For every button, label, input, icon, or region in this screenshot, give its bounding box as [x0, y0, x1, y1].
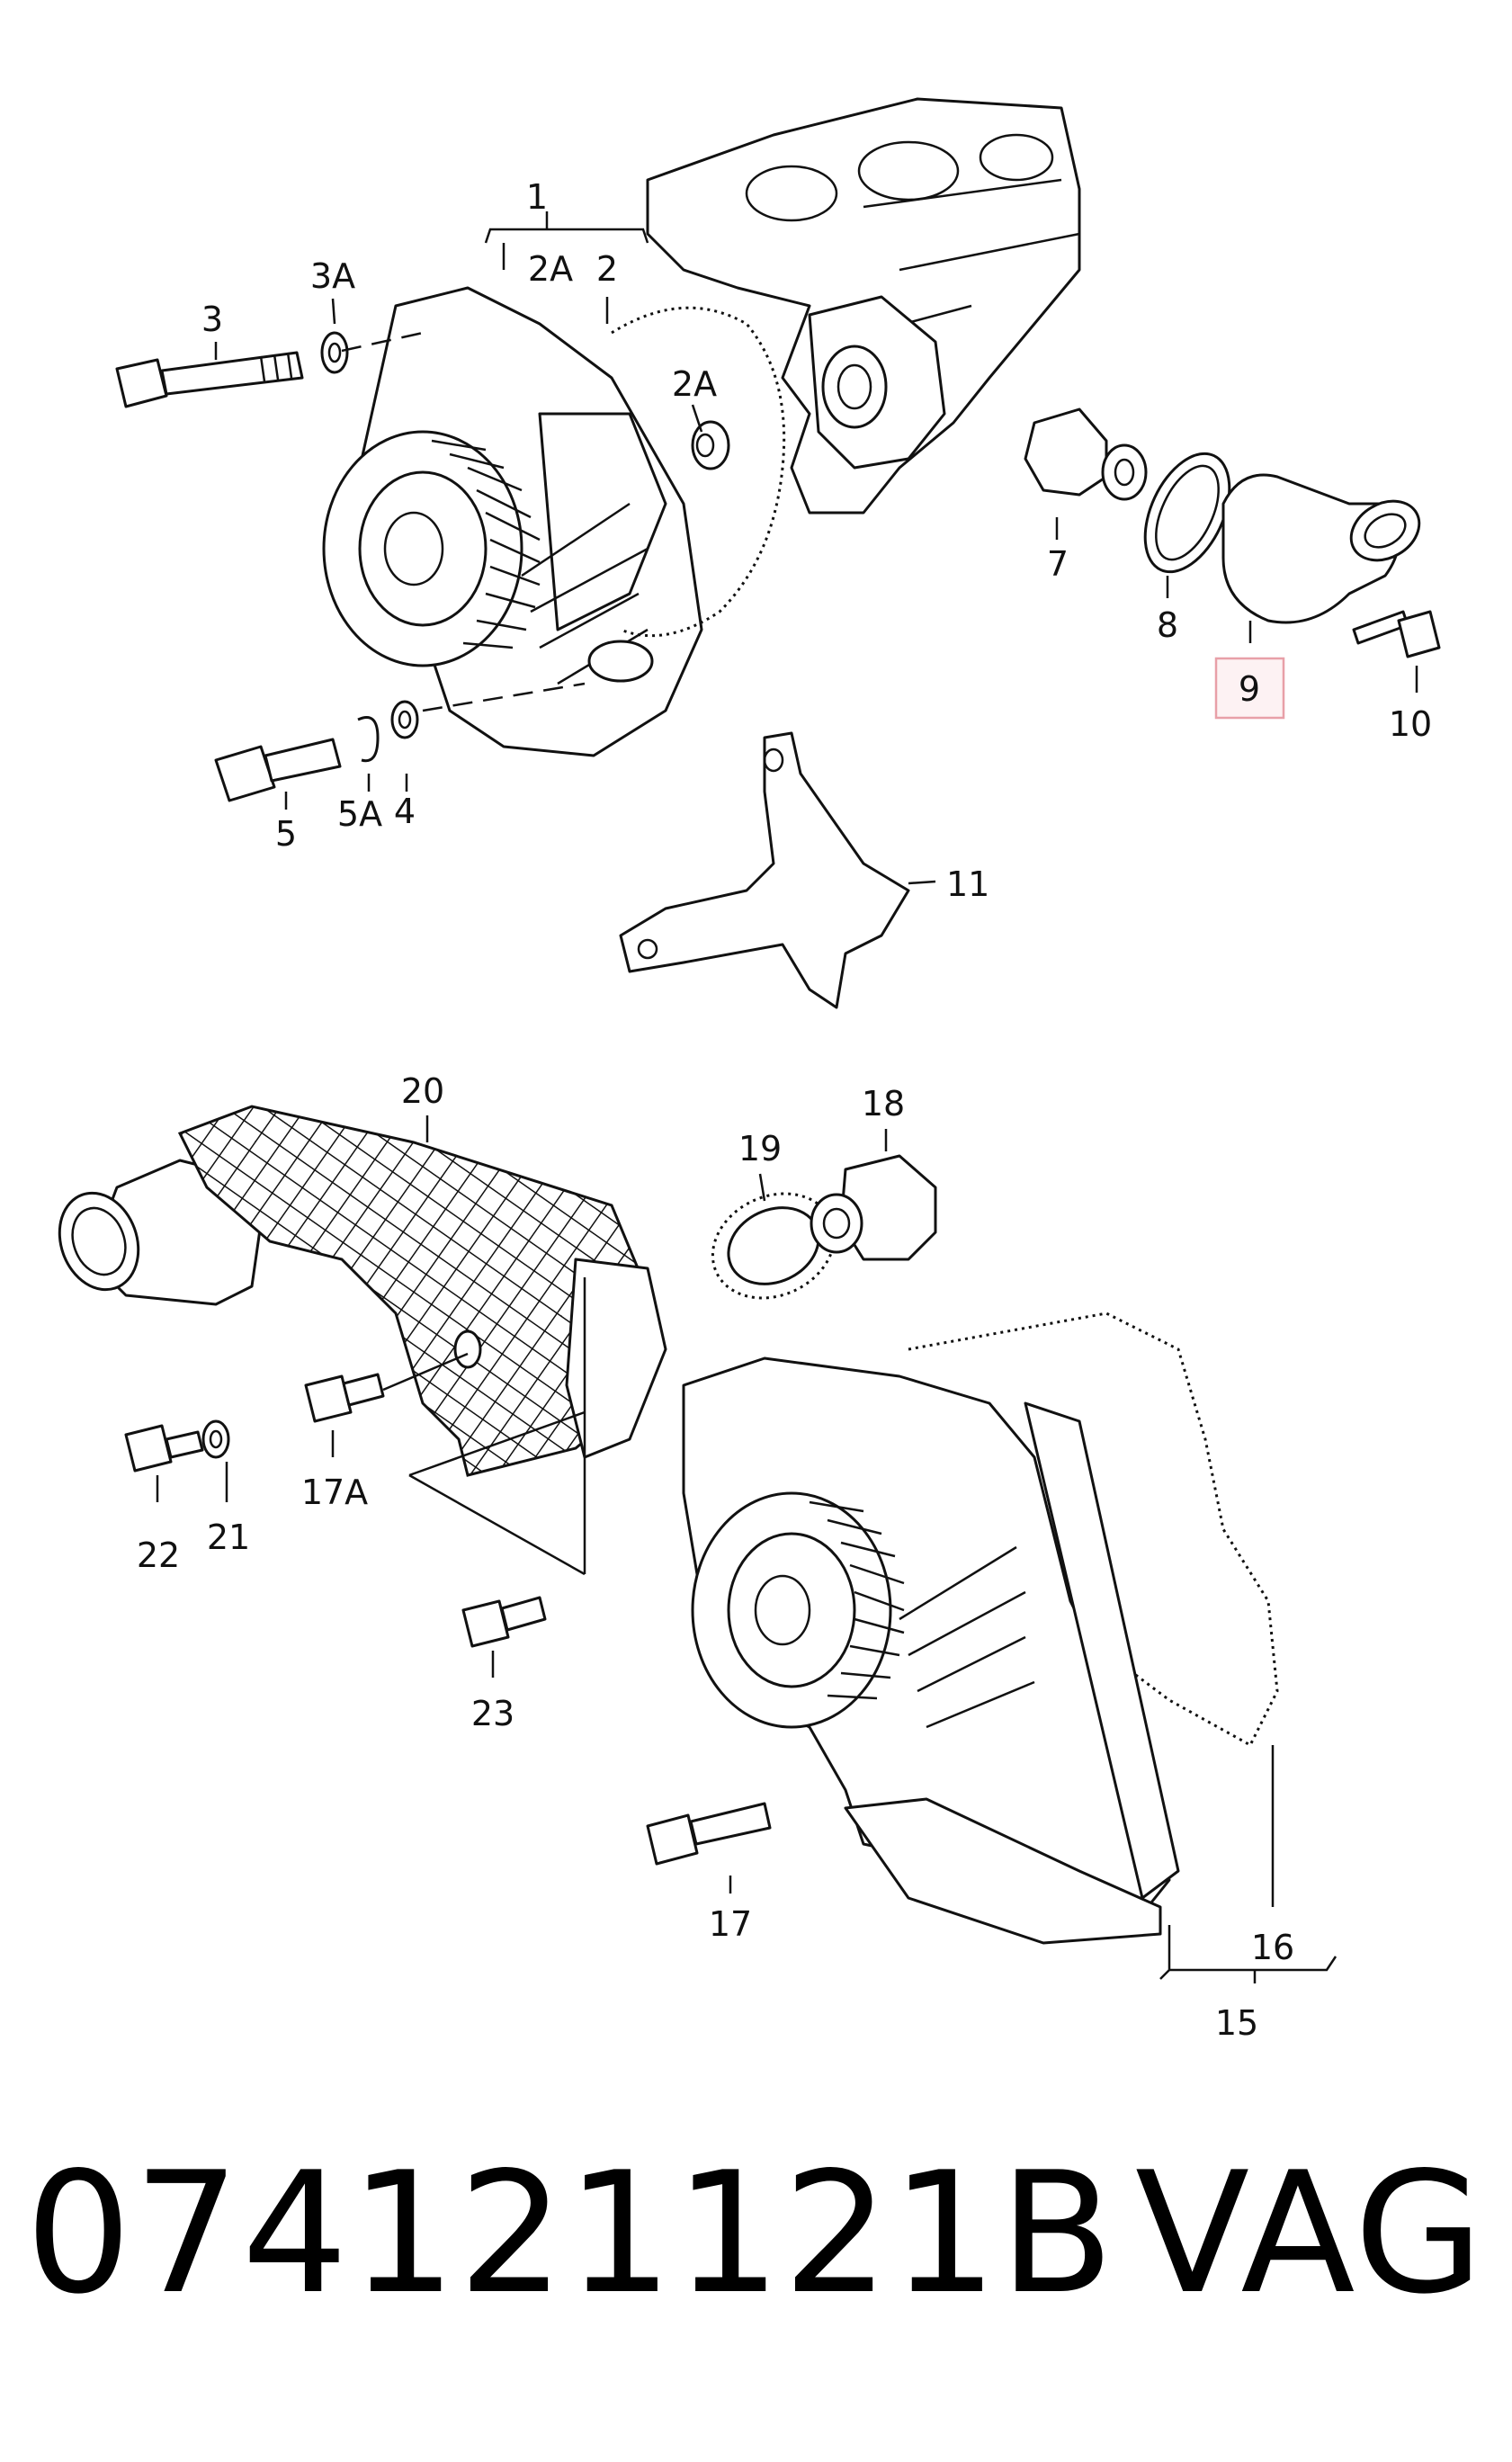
callout-3A: 3A	[310, 256, 355, 296]
water-pump-15	[682, 1356, 1180, 1945]
callout-17A: 17A	[301, 1473, 368, 1512]
washer-3A	[320, 331, 349, 374]
callout-23: 23	[471, 1694, 514, 1733]
belt-cover-20	[58, 1105, 667, 1477]
callout-17: 17	[709, 1904, 752, 1944]
thermostat-18	[810, 1154, 937, 1261]
thermostat-7	[1024, 407, 1148, 501]
callout-15: 15	[1215, 2003, 1258, 2043]
brand-name: VAG	[1135, 2135, 1486, 2331]
bolt-23	[461, 1596, 547, 1648]
pump-gasket-top	[611, 306, 786, 638]
bolt-17A-path	[382, 1352, 469, 1392]
bolt-17	[646, 1802, 772, 1866]
bolt-22	[124, 1424, 204, 1473]
callout-20: 20	[401, 1071, 444, 1111]
callout-10: 10	[1389, 704, 1432, 744]
bolt-3-path	[341, 331, 424, 353]
bolt-5	[214, 738, 342, 802]
callout-5: 5	[275, 814, 297, 854]
callout-7: 7	[1047, 544, 1069, 584]
water-pump-top	[322, 286, 703, 757]
clip-5A	[357, 716, 380, 763]
bottom-leaders	[156, 1115, 1338, 1983]
part-number: 074121121B	[25, 2135, 1116, 2331]
bolt-17A	[304, 1373, 385, 1423]
callout-5A: 5A	[337, 794, 382, 834]
bottom-dashes	[408, 1277, 586, 1576]
callout-3: 3	[201, 300, 223, 339]
callout-16: 16	[1251, 1928, 1294, 1967]
callout-8: 8	[1157, 605, 1178, 645]
callout-4: 4	[394, 792, 416, 831]
bolt-10	[1352, 610, 1441, 658]
bracket-11	[619, 731, 910, 1009]
exploded-view-svg: 1 2A 2 2A 3 3A 4 5 5A 7 8 9 10 11 20 19 …	[58, 97, 1441, 2043]
o-ring-8	[1143, 452, 1231, 574]
callout-11: 11	[946, 864, 989, 904]
bolt-5-path	[422, 682, 586, 712]
callout-22: 22	[137, 1535, 180, 1575]
callout-1: 1	[526, 177, 548, 217]
highlight-box-9	[1214, 657, 1285, 720]
top-leaders	[214, 211, 1418, 885]
washer-4	[390, 700, 419, 739]
coolant-flange-9	[1221, 473, 1421, 624]
washer-21	[201, 1419, 230, 1459]
callout-2A-top: 2A	[528, 249, 573, 289]
callout-18: 18	[862, 1084, 905, 1124]
callout-2A-mid: 2A	[672, 364, 717, 404]
callout-21: 21	[207, 1517, 250, 1557]
callout-2: 2	[596, 249, 618, 289]
seal-ring-2A	[691, 420, 730, 470]
callout-19: 19	[738, 1129, 782, 1168]
bolt-3	[115, 351, 304, 408]
callout-9: 9	[1239, 669, 1260, 709]
thermostat-housing-block	[808, 295, 946, 470]
